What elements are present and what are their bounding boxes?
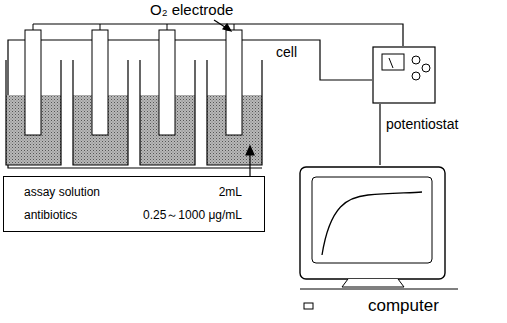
potentiostat-symbol	[372, 46, 436, 104]
meter	[382, 54, 404, 70]
cable-connector	[380, 104, 381, 165]
cable-line	[379, 104, 380, 165]
knob	[422, 64, 430, 72]
knob	[412, 72, 420, 80]
electrode-label: O₂ electrode	[150, 1, 233, 18]
response-curve	[322, 192, 422, 255]
assay-box-text: 0.25～1000 μg/mL	[143, 209, 242, 223]
monitor	[300, 167, 445, 279]
monitor-stand	[342, 279, 404, 287]
assay-box-text: antibiotics	[24, 209, 77, 223]
assay-box-text: assay solution	[24, 186, 100, 200]
potentiostat-case	[373, 47, 435, 103]
meter-needle	[389, 58, 393, 68]
cell-label: cell	[276, 44, 297, 60]
computer-symbol	[298, 165, 468, 315]
screen	[312, 177, 432, 263]
drive-slot	[304, 303, 313, 309]
knob	[412, 56, 420, 64]
computer-device-text: computer	[368, 296, 439, 316]
leader-lines	[214, 20, 254, 176]
wires	[8, 24, 403, 168]
potentiostat-device-text: potentiostat	[386, 116, 458, 132]
cells	[6, 24, 262, 165]
computer-device: computer	[290, 165, 500, 321]
desk-line	[300, 289, 458, 290]
assay-box: assay solution 2mL antibiotics 0.25～1000 μg…	[3, 176, 265, 232]
potentiostat-device: potentiostat	[360, 46, 480, 142]
assay-box-text: 2mL	[219, 186, 242, 200]
